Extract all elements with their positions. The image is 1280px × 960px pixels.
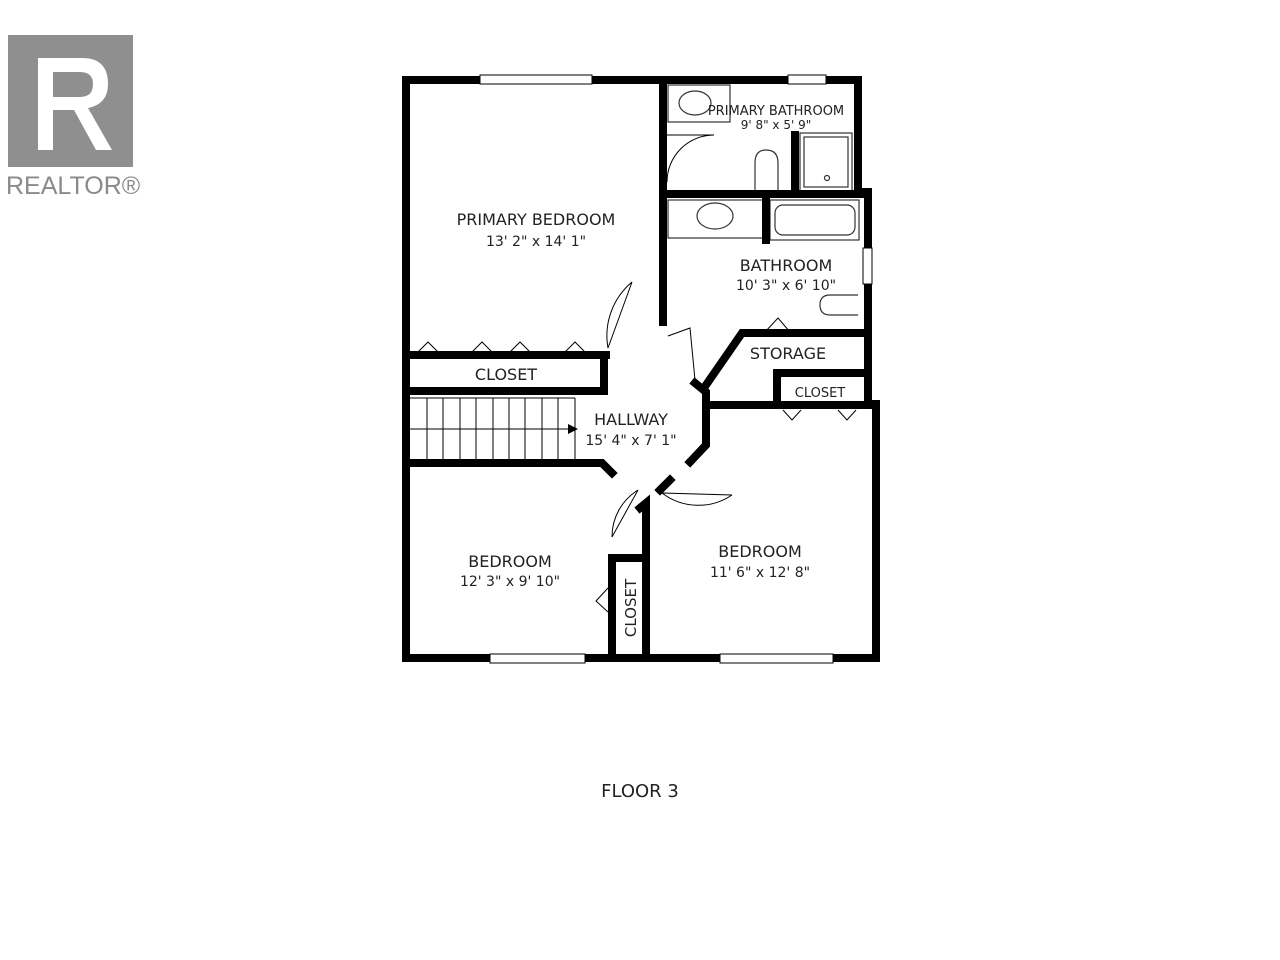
room-size: 15' 4" x 7' 1" [585,433,676,449]
room-size: 10' 3" x 6' 10" [736,278,836,294]
room-size: 9' 8" x 5' 9" [741,118,812,132]
room-size: 11' 6" x 12' 8" [710,565,810,581]
room-name: BEDROOM [468,552,552,571]
realtor-logo-text: REALTOR® [6,172,141,200]
room-name: CLOSET [795,386,846,401]
fixtures [410,84,860,613]
floor-label: FLOOR 3 [601,781,679,802]
room-size: 13' 2" x 14' 1" [486,234,586,250]
windows [479,74,873,664]
room-name: CLOSET [475,365,537,384]
room-name: BEDROOM [718,542,802,561]
room-name: HALLWAY [594,410,668,429]
room-name: PRIMARY BEDROOM [457,210,616,229]
room-name: STORAGE [750,344,826,363]
room-name: BATHROOM [740,256,833,275]
room-name: CLOSET [622,578,640,637]
room-name: PRIMARY BATHROOM [708,104,844,119]
room-size: 12' 3" x 9' 10" [460,574,560,590]
realtor-logo: REALTOR® [6,35,141,200]
